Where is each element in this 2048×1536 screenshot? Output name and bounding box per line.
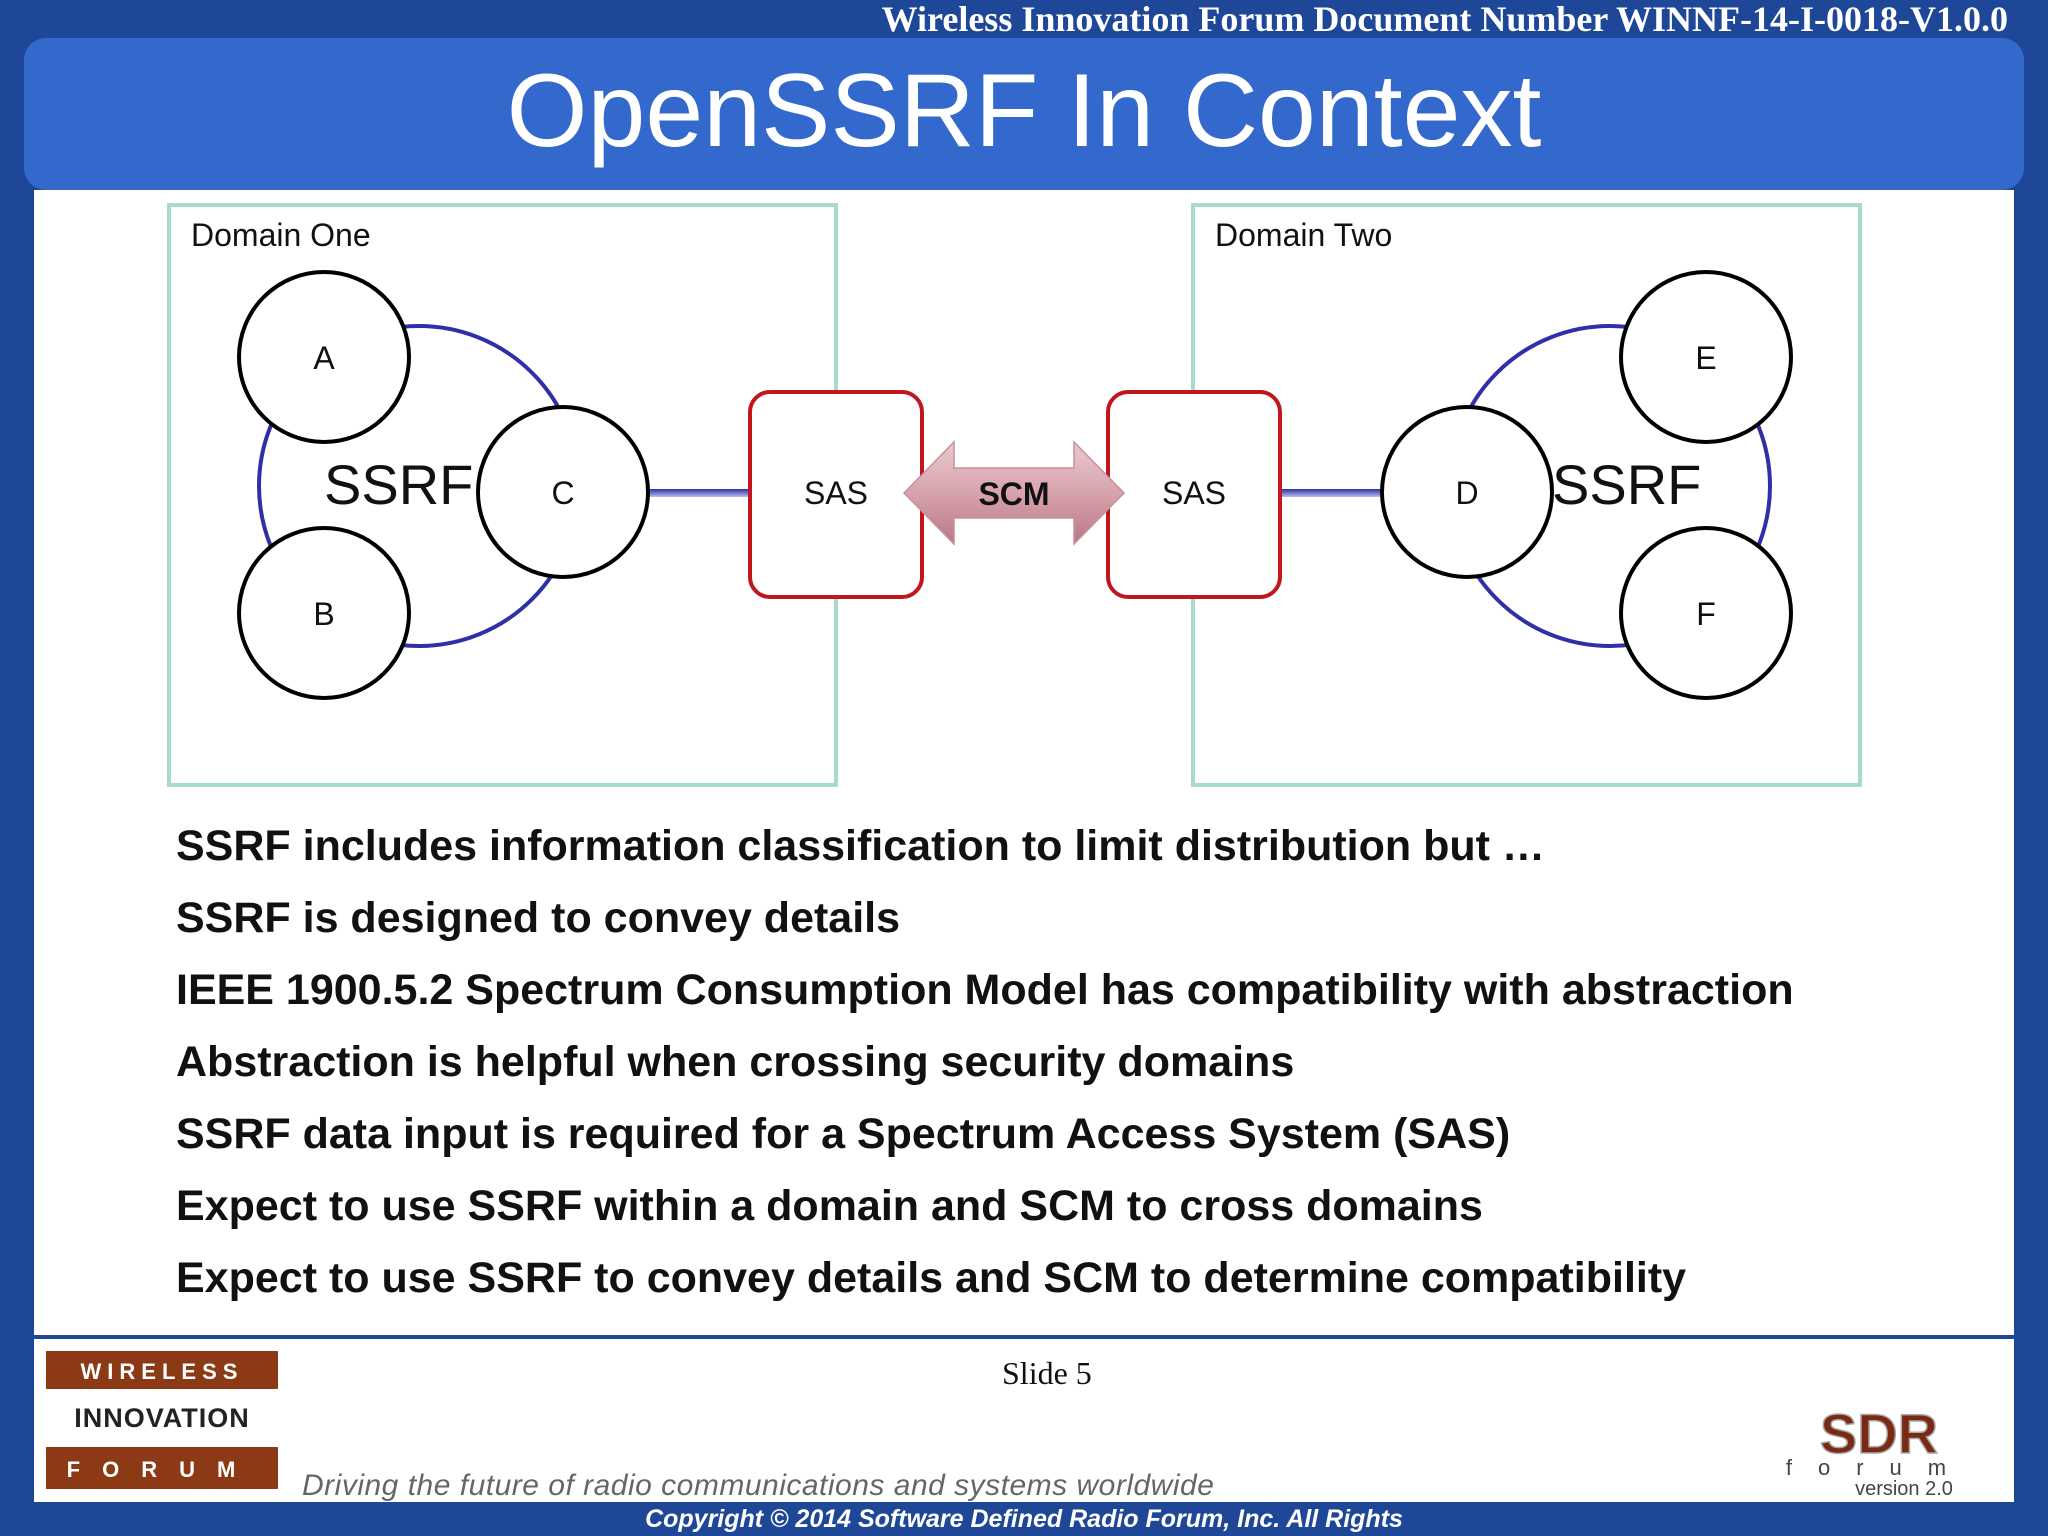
sdr-forum-logo: SDR forum version 2.0 — [1786, 1409, 1972, 1499]
connector-sas-d — [1279, 489, 1419, 497]
svg-text:WIRELESS: WIRELESS — [81, 1359, 244, 1384]
title-bar: OpenSSRF In Context — [24, 38, 2024, 190]
bullet-item: IEEE 1900.5.2 Spectrum Consumption Model… — [176, 966, 1794, 1014]
node-d-label: D — [1455, 475, 1478, 511]
svg-text:SDR: SDR — [1820, 1409, 1938, 1465]
connector-c-sas — [646, 489, 786, 497]
node-a — [237, 270, 411, 444]
ssrf-label-left: SSRF — [324, 453, 473, 516]
node-b-label: B — [313, 596, 334, 632]
node-f-label: F — [1696, 596, 1716, 632]
bullet-item: Expect to use SSRF within a domain and S… — [176, 1182, 1483, 1230]
slide-content: Domain One Domain Two A B C SSRF E F D S… — [34, 190, 2014, 1335]
node-e — [1619, 270, 1793, 444]
svg-text:INNOVATION: INNOVATION — [74, 1403, 250, 1433]
sas-left-label: SAS — [804, 475, 868, 511]
ssrf-context-diagram: Domain One Domain Two A B C SSRF E F D S… — [167, 203, 1862, 787]
node-b — [237, 526, 411, 700]
node-c — [476, 405, 650, 579]
svg-text:forum: forum — [1786, 1455, 1972, 1480]
bullet-item: SSRF is designed to convey details — [176, 894, 901, 942]
scm-arrow — [902, 440, 1126, 546]
bullet-item: SSRF includes information classification… — [176, 822, 1545, 870]
slide-title: OpenSSRF In Context — [506, 53, 1542, 169]
wireless-innovation-forum-logo: WIRELESS INNOVATION FORUM — [44, 1349, 280, 1491]
svg-text:version 2.0: version 2.0 — [1855, 1478, 1953, 1499]
svg-text:FORUM: FORUM — [67, 1457, 258, 1482]
node-c-label: C — [551, 475, 574, 511]
slide-footer: WIRELESS INNOVATION FORUM Slide 5 Drivin… — [34, 1339, 2014, 1502]
copyright: Copyright © 2014 Software Defined Radio … — [645, 1505, 1403, 1533]
ssrf-label-right: SSRF — [1552, 453, 1701, 516]
scm-label: SCM — [978, 476, 1049, 512]
slide-number: Slide 5 — [1002, 1355, 1092, 1391]
node-f — [1619, 526, 1793, 700]
domain-two-label: Domain Two — [1215, 217, 1392, 253]
node-d — [1380, 405, 1554, 579]
bullet-list: SSRF includes information classification… — [176, 810, 1794, 1314]
document-number: Wireless Innovation Forum Document Numbe… — [881, 0, 2008, 39]
domain-one-label: Domain One — [191, 217, 371, 253]
bullet-item: SSRF data input is required for a Spectr… — [176, 1110, 1511, 1158]
node-a-label: A — [313, 340, 335, 376]
node-e-label: E — [1695, 340, 1716, 376]
sas-right-label: SAS — [1162, 475, 1226, 511]
bullet-item: Expect to use SSRF to convey details and… — [176, 1254, 1687, 1302]
tagline: Driving the future of radio communicatio… — [302, 1469, 1215, 1502]
bullet-item: Abstraction is helpful when crossing sec… — [176, 1038, 1295, 1086]
